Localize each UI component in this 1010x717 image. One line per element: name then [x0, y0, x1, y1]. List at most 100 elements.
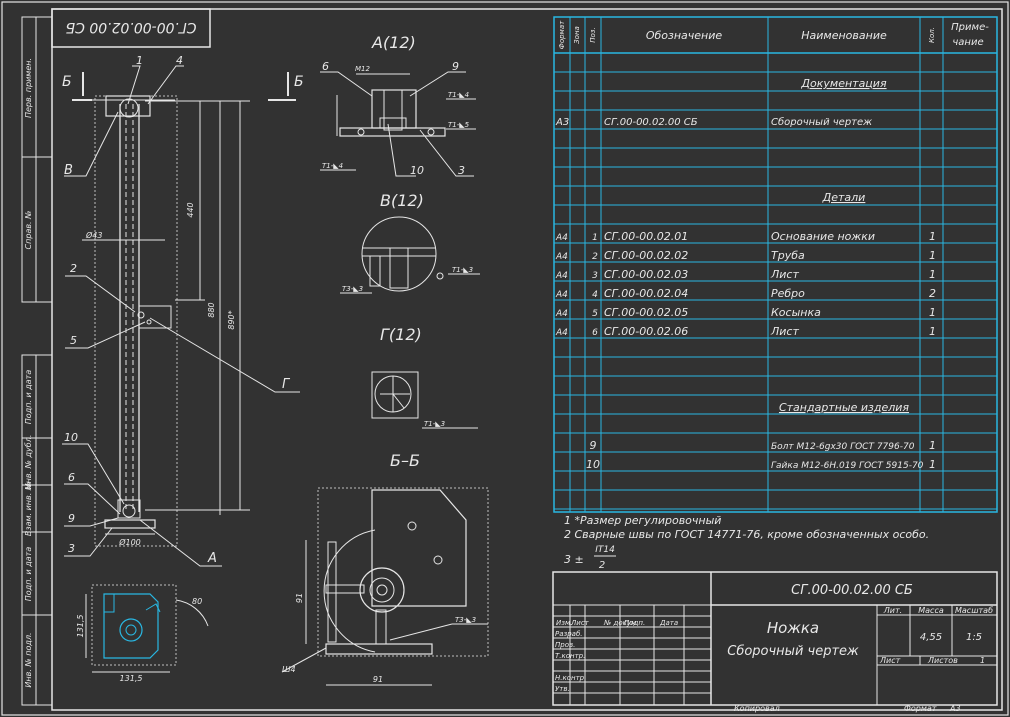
title-role-label: Пров.	[555, 641, 575, 649]
spec-section-parts: Детали	[822, 191, 866, 204]
view-v-title: В(12)	[380, 191, 424, 210]
part-qty: 1	[929, 325, 936, 338]
part-designation: СГ.00-00.02.04	[604, 287, 688, 300]
strip-label-first-use: Перв. примен.	[24, 58, 33, 118]
part-format: А4	[555, 328, 568, 338]
pos-label-1: 1	[136, 54, 143, 67]
part-qty: 1	[929, 249, 936, 262]
part-qty: 1	[929, 230, 936, 243]
rotated-stamp-code: СГ.00-00.02.00 СБ	[65, 19, 196, 35]
section-mark-right: Б	[294, 74, 304, 90]
doc-row-designation: СГ.00-00.02.00 СБ	[604, 117, 698, 128]
part-designation: СГ.00-00.02.01	[604, 230, 688, 243]
note-1: 1 *Размер регулировочный	[564, 514, 721, 527]
spec-header-zone: Зона	[573, 26, 581, 44]
spec-header-note-line2: чание	[952, 37, 983, 48]
part-pos: 4	[592, 290, 598, 300]
part-name: Основание ножки	[771, 230, 875, 243]
section-bb-dim-height: 91	[295, 593, 304, 603]
title-block-scale-value: 1:5	[966, 632, 982, 643]
note-3-denominator: 2	[599, 560, 605, 571]
view-label-a: А	[207, 551, 217, 566]
title-block-sheet-label: Лист	[879, 656, 901, 665]
plan-dim-width: 131,5	[120, 674, 143, 683]
format-label: Формат	[904, 704, 937, 713]
main-view: Б Б 440 880 890* Ø43 Ø100 1 4 В 2 5 Г 10…	[62, 54, 304, 567]
dim-d100: Ø100	[118, 537, 141, 547]
view-label-g: Г	[282, 377, 291, 392]
title-role-label: Утв.	[555, 685, 570, 693]
plan-dim-angle: 80	[192, 597, 202, 606]
part-name: Ребро	[771, 287, 805, 300]
part-format: А4	[555, 271, 568, 281]
part-designation: СГ.00-00.02.06	[604, 325, 688, 338]
strip-label-repl-inv: Взам. инв. №	[24, 482, 33, 536]
part-name: Лист	[770, 268, 799, 281]
part-pos: 3	[592, 271, 598, 281]
dim-880: 880	[207, 302, 216, 317]
part-name: Косынка	[771, 306, 821, 319]
strip-label-orig-inv: Инв. № подл.	[24, 632, 33, 687]
pos-label-9: 9	[68, 512, 75, 525]
strip-label-sign-date-1: Подп. и дата	[24, 370, 33, 425]
part-designation: СГ.00-00.02.05	[604, 306, 688, 319]
part-qty: 1	[929, 268, 936, 281]
spec-header-format: Формат	[558, 20, 566, 49]
title-block-scale-label: Масштаб	[955, 606, 993, 615]
title-role-label: Н.контр.	[555, 674, 586, 682]
spec-header-name: Наименование	[801, 29, 887, 42]
view-a-title: А(12)	[371, 33, 416, 52]
format-value: А3	[949, 704, 961, 713]
plan-dim-height: 131,5	[76, 615, 85, 638]
pos-label-6: 6	[68, 471, 75, 484]
section-bb-weld: Т3-◣3	[455, 616, 476, 624]
title-block-code: СГ.00-00.02.00 СБ	[791, 583, 913, 598]
note-3-numerator: IT14	[595, 545, 615, 555]
doc-row-format: А3	[555, 117, 569, 128]
section-bb-dim-thickness: Ш4	[282, 665, 296, 674]
pos-label-5: 5	[70, 334, 77, 347]
strip-label-ref: Справ. №	[24, 211, 33, 250]
view-label-v: В	[64, 163, 73, 178]
spec-table: Формат Зона Поз. Обозначение Наименовани…	[553, 16, 998, 513]
view-a: А(12) M12 6 9 10 3 Т1-◣4 Т1-◣5 Т1-◣4	[320, 33, 476, 177]
section-mark-left: Б	[62, 74, 72, 90]
view-g: Г(12) Т1-◣3	[371, 325, 478, 429]
spec-header-qty: Кол.	[928, 27, 936, 43]
part-name: Лист	[770, 325, 799, 338]
view-a-pos-9: 9	[452, 60, 459, 73]
title-col-label: Изм.	[556, 619, 572, 627]
dim-d43: Ø43	[85, 230, 102, 240]
view-v: В(12) Т1-◣3 Т3-◣3	[340, 191, 480, 294]
title-block-name: Ножка	[767, 619, 819, 637]
table-row: А4 3 СГ.00-00.02.03 Лист 1	[555, 268, 936, 281]
technical-notes: 1 *Размер регулировочный 2 Сварные швы п…	[564, 514, 929, 571]
title-block-subtitle: Сборочный чертеж	[727, 644, 859, 659]
part-qty: 2	[929, 287, 936, 300]
view-a-weld-3: Т1-◣4	[322, 162, 343, 170]
view-g-weld: Т1-◣3	[424, 420, 445, 428]
section-bb: Б–Б 91 91 Ш4 Т3-◣3	[281, 451, 489, 686]
note-2: 2 Сварные швы по ГОСТ 14771-76, кроме об…	[564, 528, 929, 541]
title-block-mass-value: 4,55	[920, 632, 942, 643]
part-designation: СГ.00-00.02.03	[604, 268, 688, 281]
std-qty: 1	[929, 439, 936, 452]
title-col-label: Лист	[570, 619, 590, 627]
view-a-pos-3: 3	[458, 164, 465, 177]
pos-label-3: 3	[68, 542, 75, 555]
left-strip: Перв. примен. Справ. № Подп. и дата Инв.…	[21, 16, 53, 706]
spec-section-std: Стандартные изделия	[779, 401, 909, 414]
view-v-weld-1: Т1-◣3	[452, 266, 473, 274]
doc-row-name: Сборочный чертеж	[771, 116, 872, 128]
rotated-stamp: СГ.00-00.02.00 СБ	[51, 8, 211, 48]
std-pos: 10	[586, 458, 600, 471]
note-3: 3 ±	[564, 553, 584, 566]
dim-440: 440	[186, 202, 195, 217]
title-col-label: Дата	[659, 619, 678, 627]
